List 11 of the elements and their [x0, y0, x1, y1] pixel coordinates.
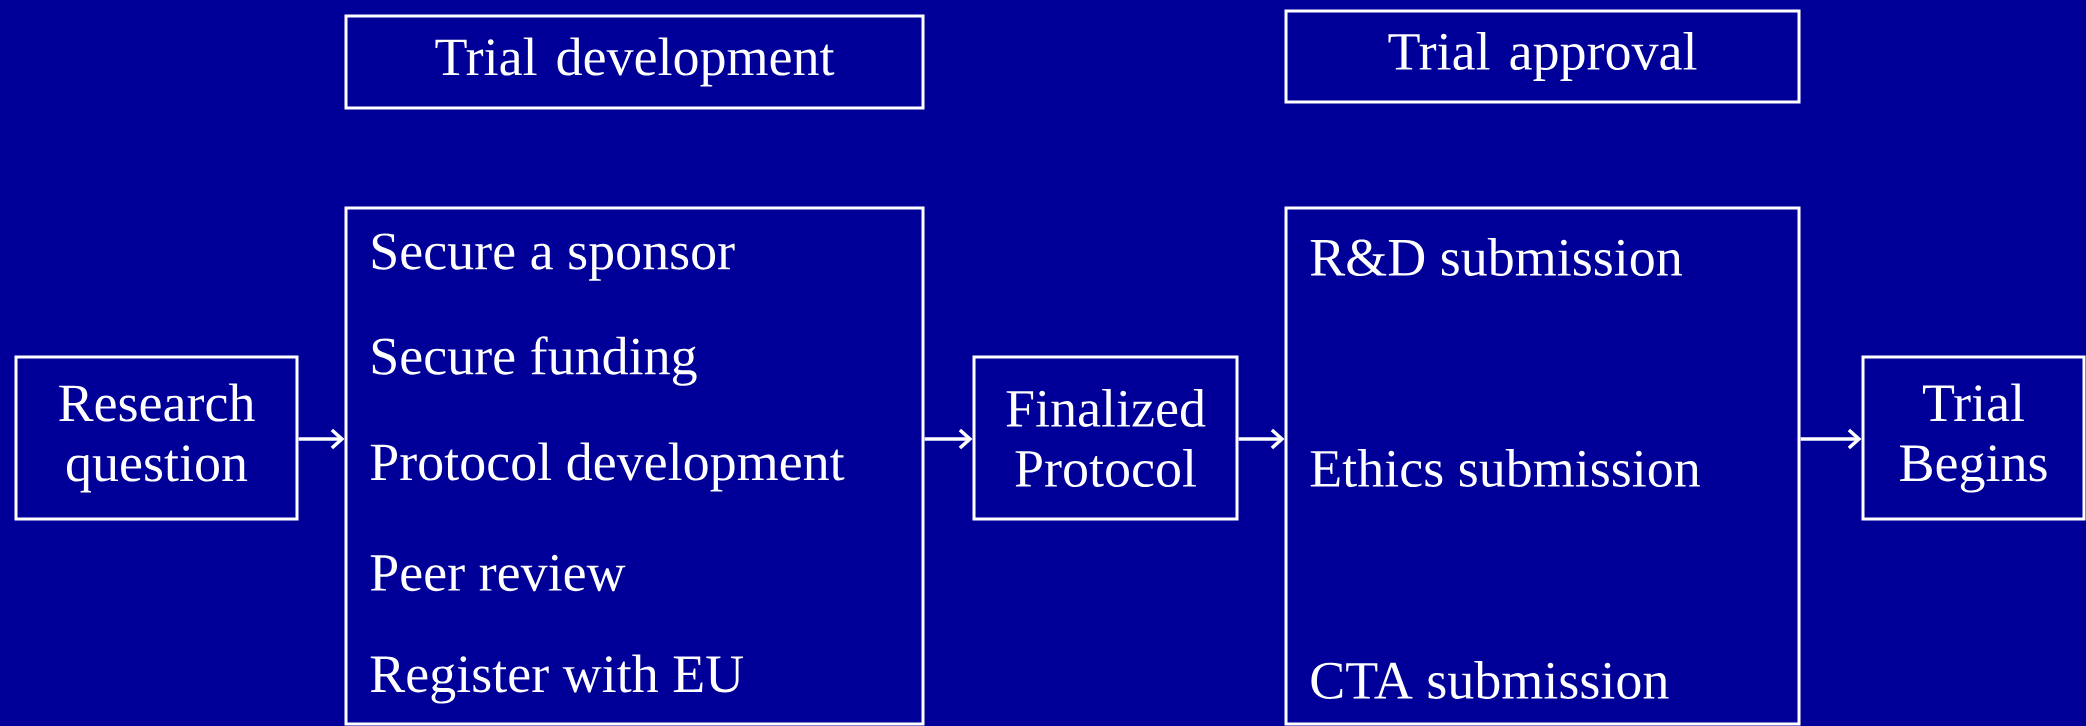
header-box: Trial approval [1284, 9, 1801, 104]
step-box: Finalized Protocol [972, 355, 1239, 521]
arrow [1238, 428, 1285, 450]
arrow [1800, 428, 1862, 450]
arrow [924, 428, 973, 450]
task-list-box: Secure a sponsor Secure funding Protocol development Peer review Register with EU [344, 206, 925, 726]
header-box: Trial development [344, 14, 925, 110]
arrow [298, 428, 345, 450]
step-box: Research question [14, 355, 299, 521]
step-box: Trial Begins [1861, 355, 2086, 521]
task-list-box: R&D submission Ethics submission CTA submission [1284, 206, 1801, 726]
